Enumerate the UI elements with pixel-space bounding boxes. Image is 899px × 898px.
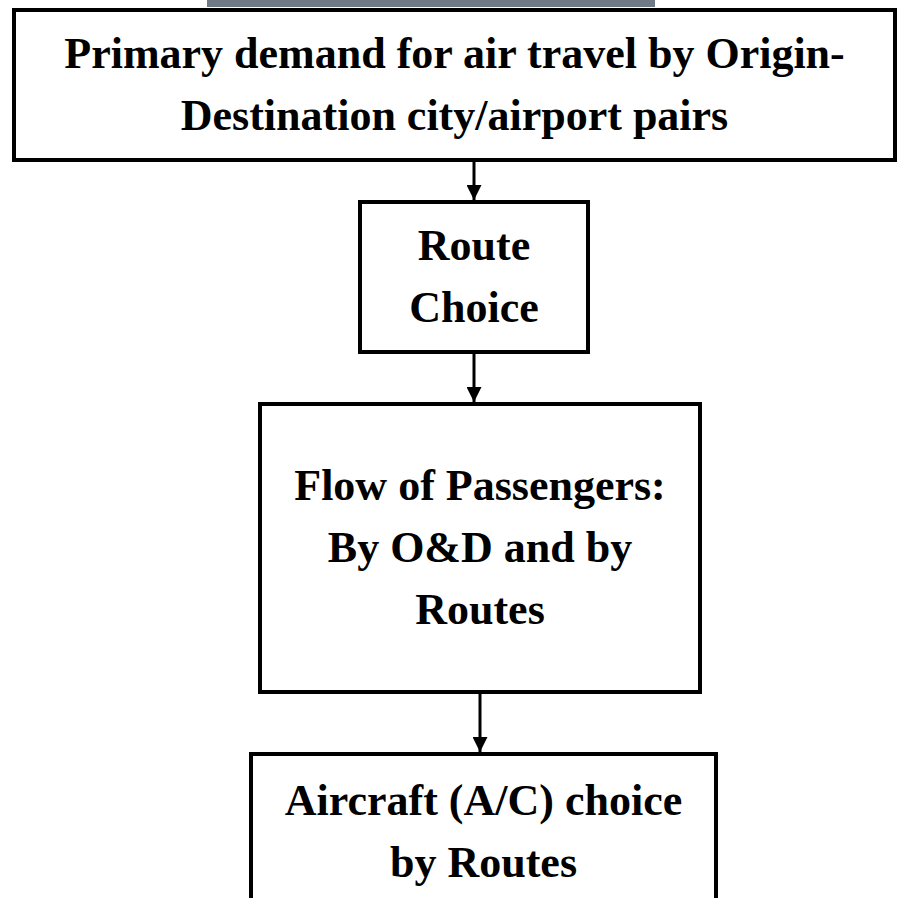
box-text: Flow of Passengers: <box>294 455 666 517</box>
process-box: Flow of Passengers:By O&D and by Routes <box>258 402 702 694</box>
box-text: Route Choice <box>392 215 556 339</box>
box-text: By O&D and by Routes <box>292 517 668 641</box>
photo-strip <box>207 0 655 7</box>
process-box: Aircraft (A/C) choice by Routes <box>249 752 718 898</box>
box-text: Primary demand for air travel by Origin-… <box>26 23 883 147</box>
process-box: Primary demand for air travel by Origin-… <box>12 8 897 162</box>
flow-arrow <box>473 354 476 402</box>
process-box: Route Choice <box>358 200 590 354</box>
flow-arrow <box>479 694 482 752</box>
flow-arrow <box>473 162 476 200</box>
box-text: Aircraft (A/C) choice by Routes <box>283 770 684 894</box>
